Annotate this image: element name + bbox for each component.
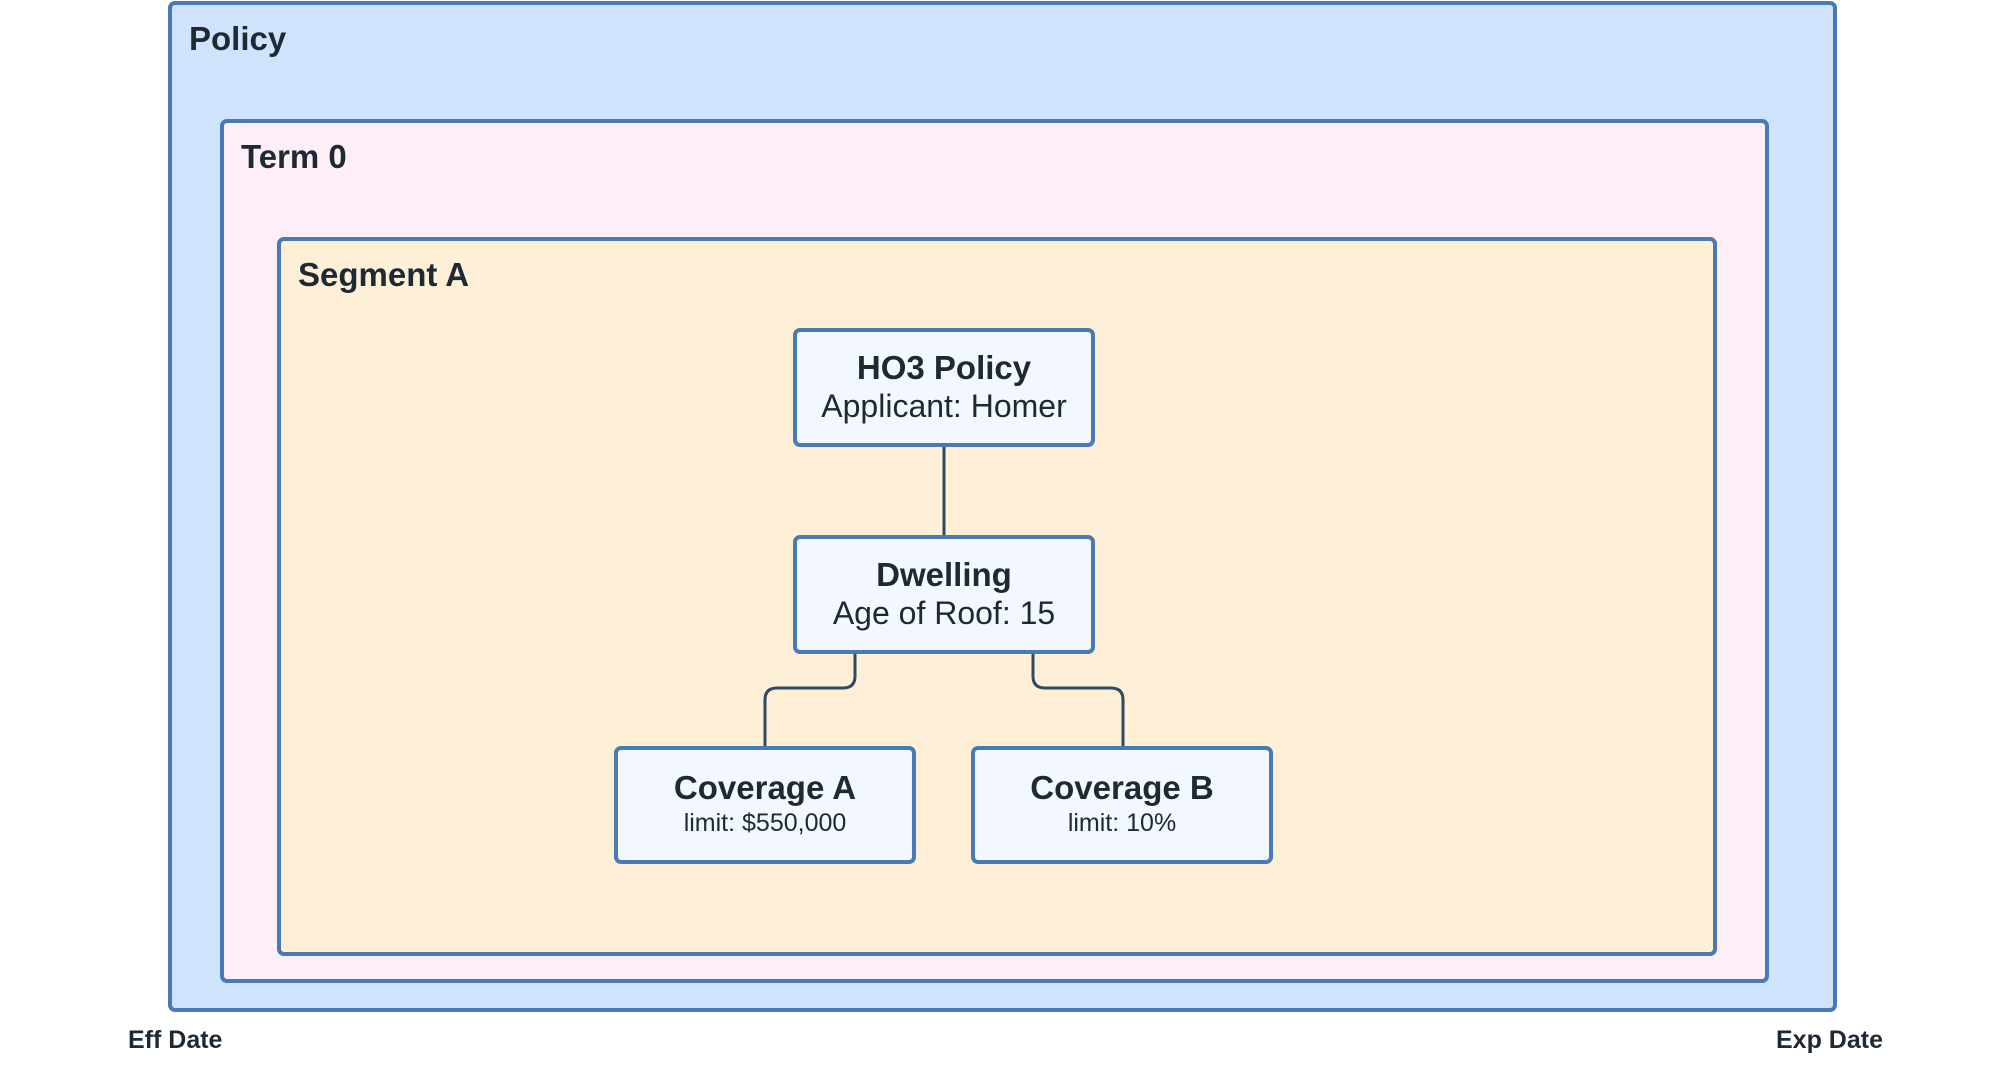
- dwelling-node[interactable]: Dwelling Age of Roof: 15: [793, 535, 1095, 654]
- dwelling-title: Dwelling: [876, 555, 1012, 593]
- term-title: Term 0: [241, 138, 347, 175]
- eff-date-label: Eff Date: [128, 1026, 223, 1054]
- coverage-b-node[interactable]: Coverage B limit: 10%: [971, 746, 1273, 864]
- coverage-b-title: Coverage B: [1030, 768, 1214, 806]
- ho3-policy-title: HO3 Policy: [856, 348, 1032, 386]
- coverage-a-title: Coverage A: [673, 768, 857, 806]
- coverage-b-limit: limit: 10%: [1067, 809, 1177, 838]
- policy-title: Policy: [189, 20, 287, 57]
- coverage-a-node[interactable]: Coverage A limit: $550,000: [614, 746, 916, 864]
- ho3-policy-node[interactable]: HO3 Policy Applicant: Homer: [793, 328, 1095, 447]
- exp-date-label: Exp Date: [1776, 1026, 1883, 1054]
- ho3-policy-applicant: Applicant: Homer: [821, 388, 1067, 425]
- segment-title: Segment A: [298, 256, 470, 293]
- coverage-a-limit: limit: $550,000: [683, 809, 847, 838]
- dwelling-age-of-roof: Age of Roof: 15: [832, 595, 1056, 632]
